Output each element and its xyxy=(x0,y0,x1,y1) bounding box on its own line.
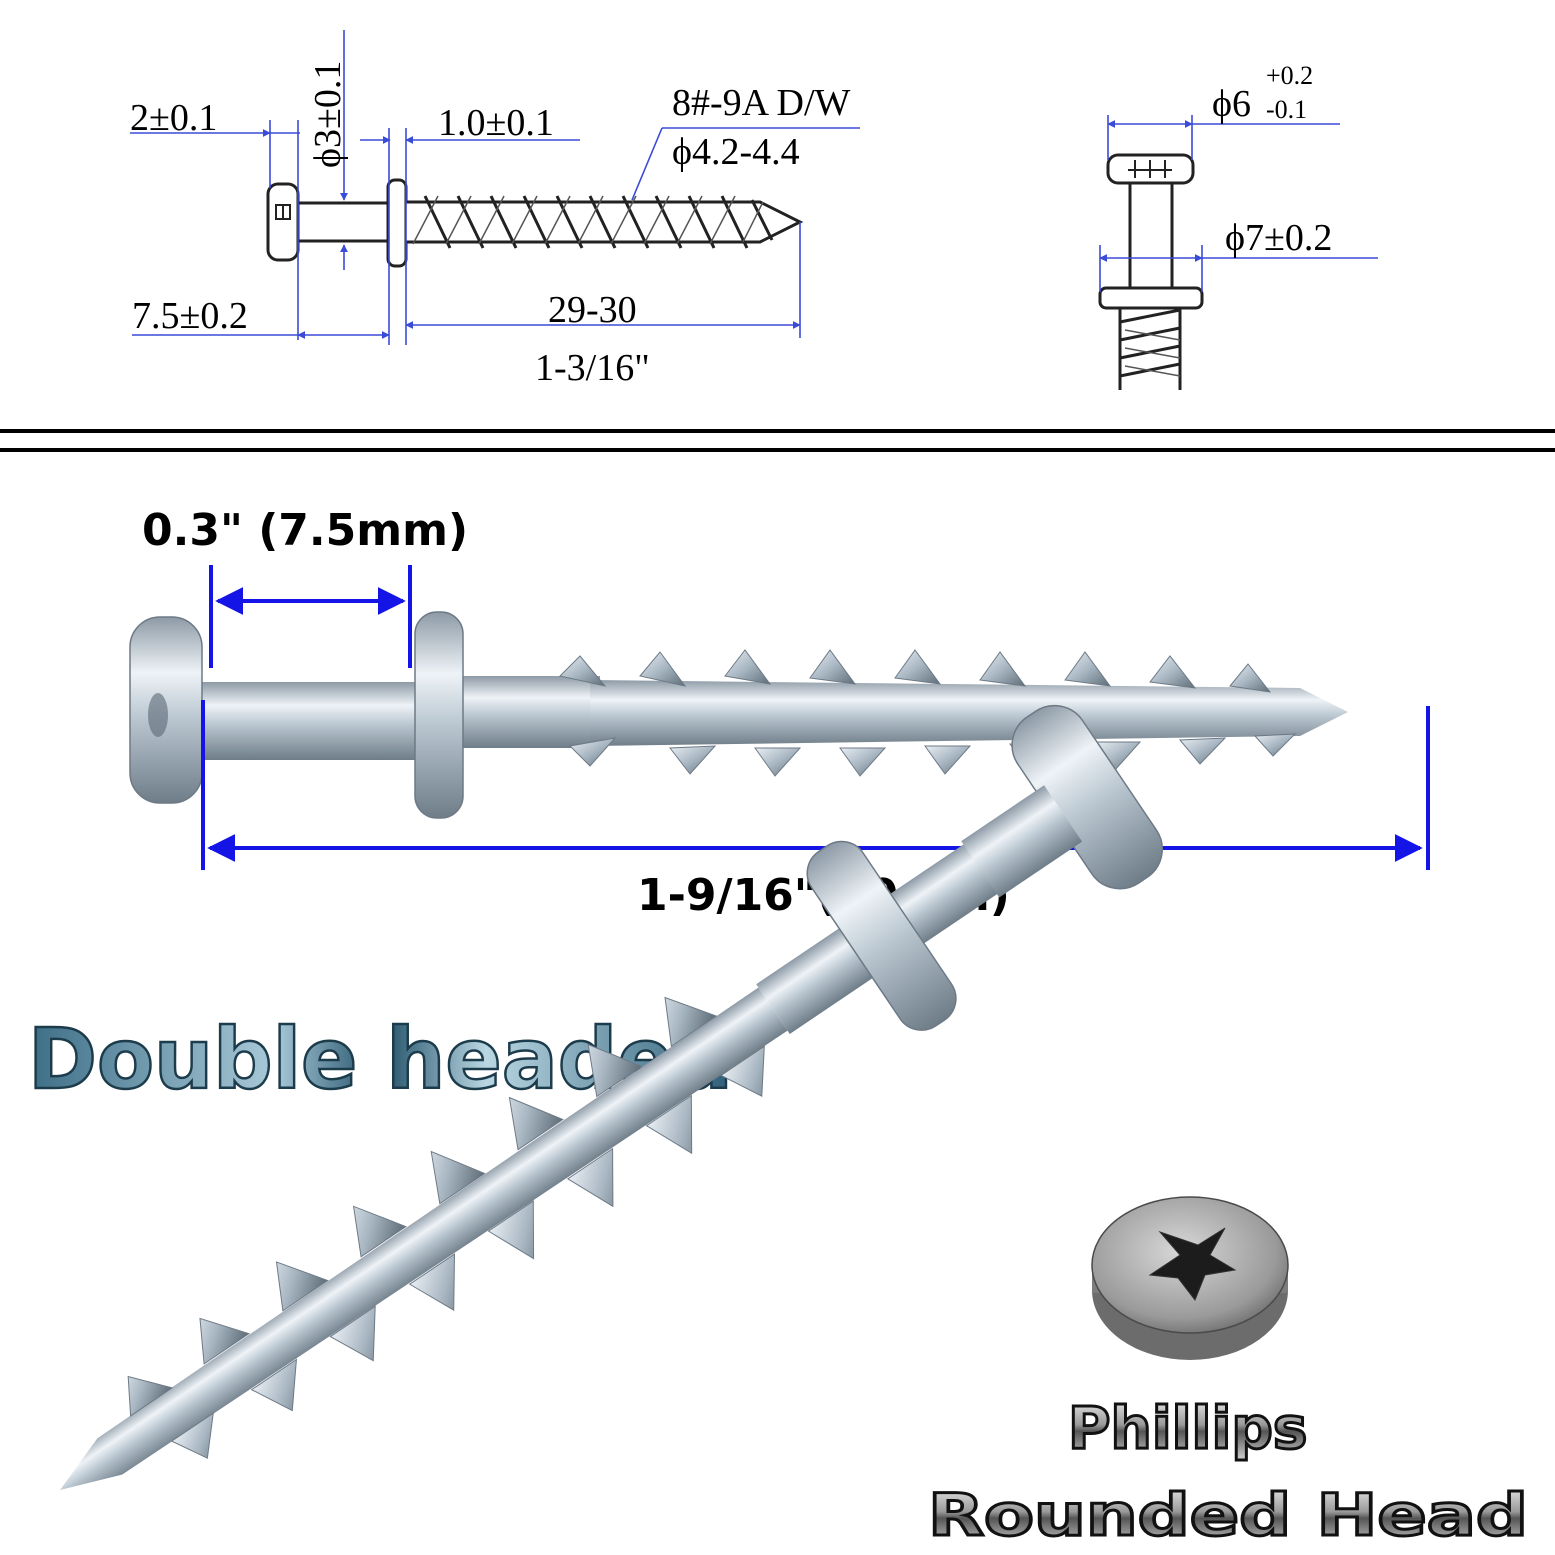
shank-length-callout: 0.3" (7.5mm) xyxy=(142,505,468,556)
rounded-head-label: Rounded Head xyxy=(928,1481,1528,1549)
head-diameter-label: ϕ6 xyxy=(1212,83,1251,125)
photo-dimension-arrows xyxy=(201,565,1430,870)
thread-spec-label: 8#-9A D/W xyxy=(672,82,851,124)
thread-length-label: 29-30 xyxy=(548,289,637,331)
front-dimension-lines xyxy=(1099,115,1378,292)
screw-photo-diagonal xyxy=(60,704,1163,1490)
shank-length-label: 7.5±0.2 xyxy=(132,295,248,337)
phillips-head-icon xyxy=(1091,1196,1289,1360)
head-diameter-tol-lower: -0.1 xyxy=(1266,95,1307,124)
thread-length-inch-label: 1-3/16" xyxy=(535,347,650,389)
front-view-drawing xyxy=(1098,153,1204,390)
screw-photo-horizontal xyxy=(129,611,1348,819)
thread-diameter-label: ϕ4.2-4.4 xyxy=(672,131,800,173)
shank-diameter-label: ϕ3±0.1 xyxy=(307,61,349,168)
phillips-label: Phillips xyxy=(1068,1394,1307,1462)
dimension-lines xyxy=(130,30,860,345)
washer-diameter-label: ϕ7±0.2 xyxy=(1225,217,1332,259)
side-view-drawing xyxy=(266,178,804,268)
head-thickness-label: 2±0.1 xyxy=(130,97,217,139)
washer-thickness-label: 1.0±0.1 xyxy=(438,102,554,144)
head-diameter-tol-upper: +0.2 xyxy=(1266,61,1313,90)
